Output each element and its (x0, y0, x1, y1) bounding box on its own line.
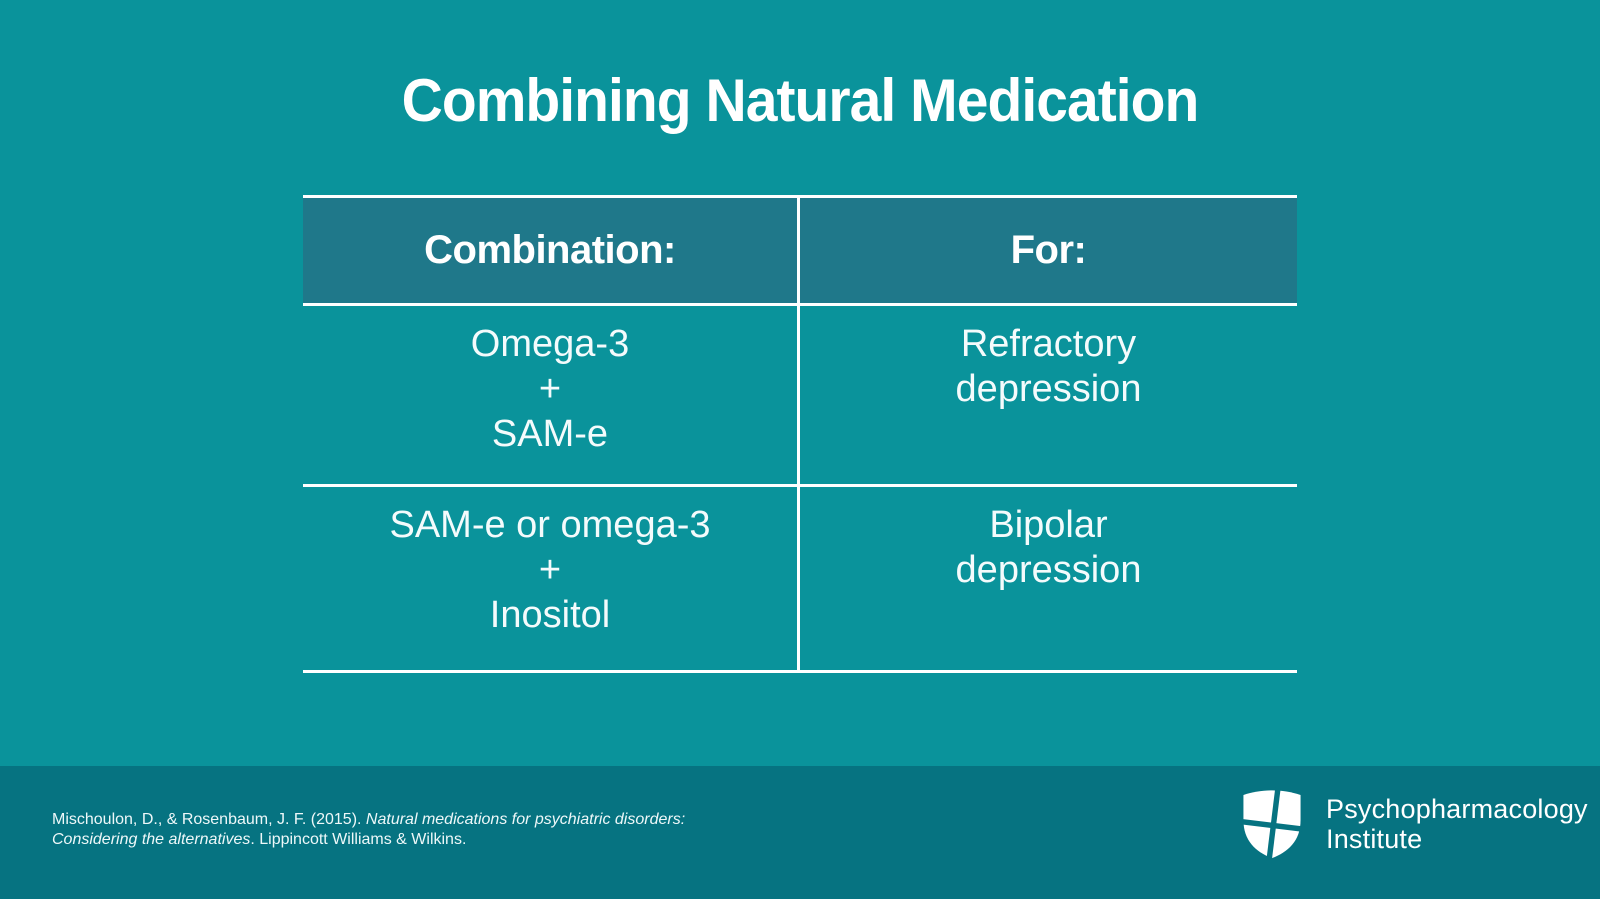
slide-title: Combining Natural Medication (401, 67, 1200, 134)
combination-line: SAM-e (491, 413, 609, 455)
header-cell-for: For: (1010, 228, 1087, 272)
brand-name-line-2: Institute (1326, 823, 1423, 854)
combination-line: + (538, 549, 562, 591)
citation-regular: . Lippincott Williams & Wilkins. (250, 831, 467, 848)
citation-regular: Mischoulon, D., & Rosenbaum, J. F. (2015… (52, 811, 366, 828)
for-line: depression (955, 368, 1142, 410)
header-cell-combination: Combination: (303, 198, 800, 303)
shield-cross-icon (1238, 786, 1306, 861)
citation-line-1: Mischoulon, D., & Rosenbaum, J. F. (2015… (52, 810, 685, 830)
combination-line: + (538, 368, 562, 410)
citation-line-2: Considering the alternatives. Lippincott… (52, 830, 685, 850)
combination-line: Omega-3 (470, 323, 630, 365)
combination-table: Combination: For: Omega-3 + SAM-e Refrac… (303, 195, 1297, 673)
citation-italic: Considering the alternatives (52, 831, 251, 848)
table-row: Omega-3 + SAM-e Refractory depression (303, 306, 1297, 487)
for-line: Refractory (960, 323, 1137, 365)
cell-combination-2: SAM-e or omega-3 + Inositol (303, 487, 800, 670)
cell-for-1: Refractory depression (800, 306, 1297, 484)
brand-name-line-1: Psychopharmacology (1326, 793, 1588, 824)
for-line: depression (955, 549, 1142, 591)
institute-brand: Psychopharmacology Institute (1238, 786, 1588, 861)
table-header-row: Combination: For: (303, 195, 1297, 306)
table-row: SAM-e or omega-3 + Inositol Bipolar depr… (303, 487, 1297, 673)
citation: Mischoulon, D., & Rosenbaum, J. F. (2015… (52, 810, 685, 850)
combination-line: SAM-e or omega-3 (389, 504, 711, 546)
for-line: Bipolar (989, 504, 1108, 546)
brand-name: Psychopharmacology Institute (1326, 794, 1588, 854)
footer-band: Mischoulon, D., & Rosenbaum, J. F. (2015… (0, 766, 1600, 899)
combination-line: Inositol (489, 594, 611, 636)
cell-combination-1: Omega-3 + SAM-e (303, 306, 800, 484)
citation-italic: Natural medications for psychiatric diso… (365, 811, 686, 828)
cell-for-2: Bipolar depression (800, 487, 1297, 670)
